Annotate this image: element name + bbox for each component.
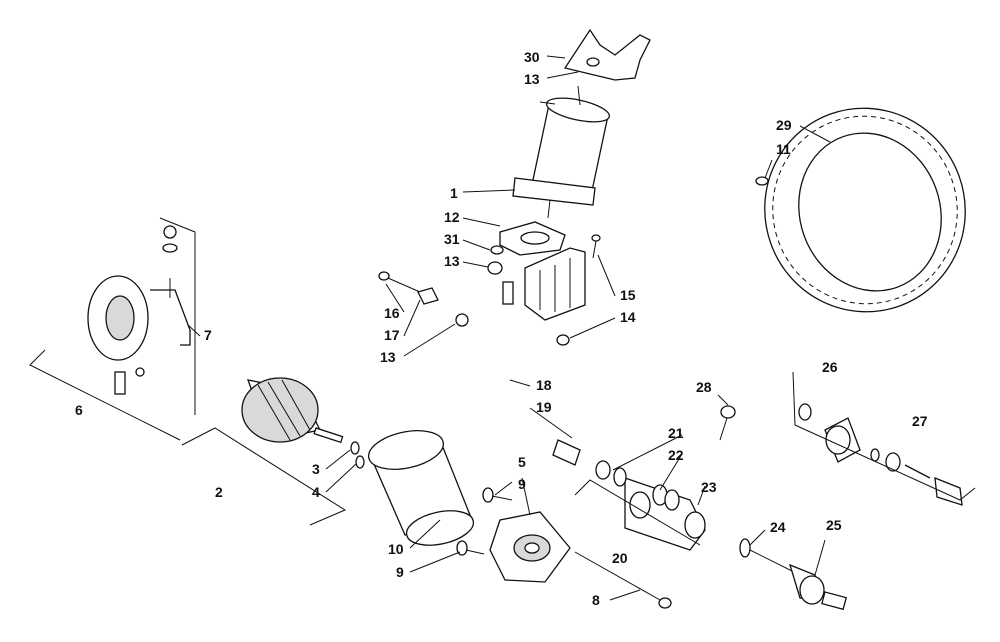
callout-27: 27: [912, 413, 928, 429]
brush-holder: [87, 225, 191, 395]
through-bolt-8: [574, 551, 672, 609]
gasket: [499, 221, 566, 256]
washer-3: [350, 441, 360, 455]
callout-12: 13: [444, 253, 460, 269]
callout-25: 25: [826, 517, 842, 533]
drive-shaft: [739, 538, 848, 611]
washer-31: [490, 245, 504, 255]
callout-13-right: 14: [620, 309, 636, 325]
o-ring-21: [595, 460, 627, 487]
armature: [241, 377, 344, 444]
callout-labels: 30 13 1 12 31 13 15 14 16 17 13 18 19 7 …: [75, 49, 928, 608]
callout-22: 22: [668, 447, 684, 463]
ring-gear: [764, 107, 966, 313]
bolt-9-upper: [482, 487, 513, 503]
callout-8: 8: [592, 592, 600, 608]
yoke-housing: [367, 430, 475, 546]
callout-17: 17: [384, 327, 400, 343]
screw-15: [591, 234, 601, 259]
callout-21: 21: [668, 425, 684, 441]
callout-31: 31: [444, 231, 460, 247]
mounting-bracket: [563, 28, 651, 81]
callout-26: 26: [822, 359, 838, 375]
group-lines: [29, 217, 976, 546]
nut-13-lower: [556, 334, 570, 346]
callout-13-left: 13: [380, 349, 396, 365]
callout-7: 7: [204, 327, 212, 343]
starter-motor: [512, 85, 611, 219]
callout-3: 3: [312, 461, 320, 477]
callout-11: 12: [444, 209, 460, 225]
callout-4: 4: [312, 484, 320, 500]
callout-5: 5: [518, 454, 526, 470]
wire-hose: [493, 281, 581, 466]
callout-1: 1: [450, 185, 458, 201]
callout-15: 15: [620, 287, 636, 303]
callout-9-lower: 9: [396, 564, 404, 580]
o-ring-22: [652, 484, 680, 511]
callout-9-upper: 9: [518, 476, 526, 492]
callout-6: 6: [75, 402, 83, 418]
bolt-16: [378, 271, 421, 293]
callout-20: 20: [612, 550, 628, 566]
drive-housing: [624, 477, 706, 551]
nut-12: [487, 261, 503, 275]
callout-10: 10: [388, 541, 404, 557]
bolt-28: [719, 405, 736, 441]
callout-28: 28: [696, 379, 712, 395]
screw-30: [755, 176, 769, 186]
callout-16: 16: [384, 305, 400, 321]
clamp-17: [417, 287, 439, 305]
end-cover: [489, 511, 571, 583]
solenoid-housing: [524, 247, 586, 321]
callout-24: 24: [770, 519, 786, 535]
bolt-9-lower: [456, 540, 485, 556]
nut-13-left: [455, 313, 469, 327]
washer-4: [355, 455, 365, 469]
callout-14: 30: [524, 49, 540, 65]
callout-18: 18: [536, 377, 552, 393]
callout-29: 29: [776, 117, 792, 133]
callout-13-top: 13: [524, 71, 540, 87]
callout-23: 23: [701, 479, 717, 495]
callout-19: 19: [536, 399, 552, 415]
callout-2: 2: [215, 484, 223, 500]
callout-30: 11: [776, 141, 791, 157]
leader-lines: [187, 55, 831, 601]
